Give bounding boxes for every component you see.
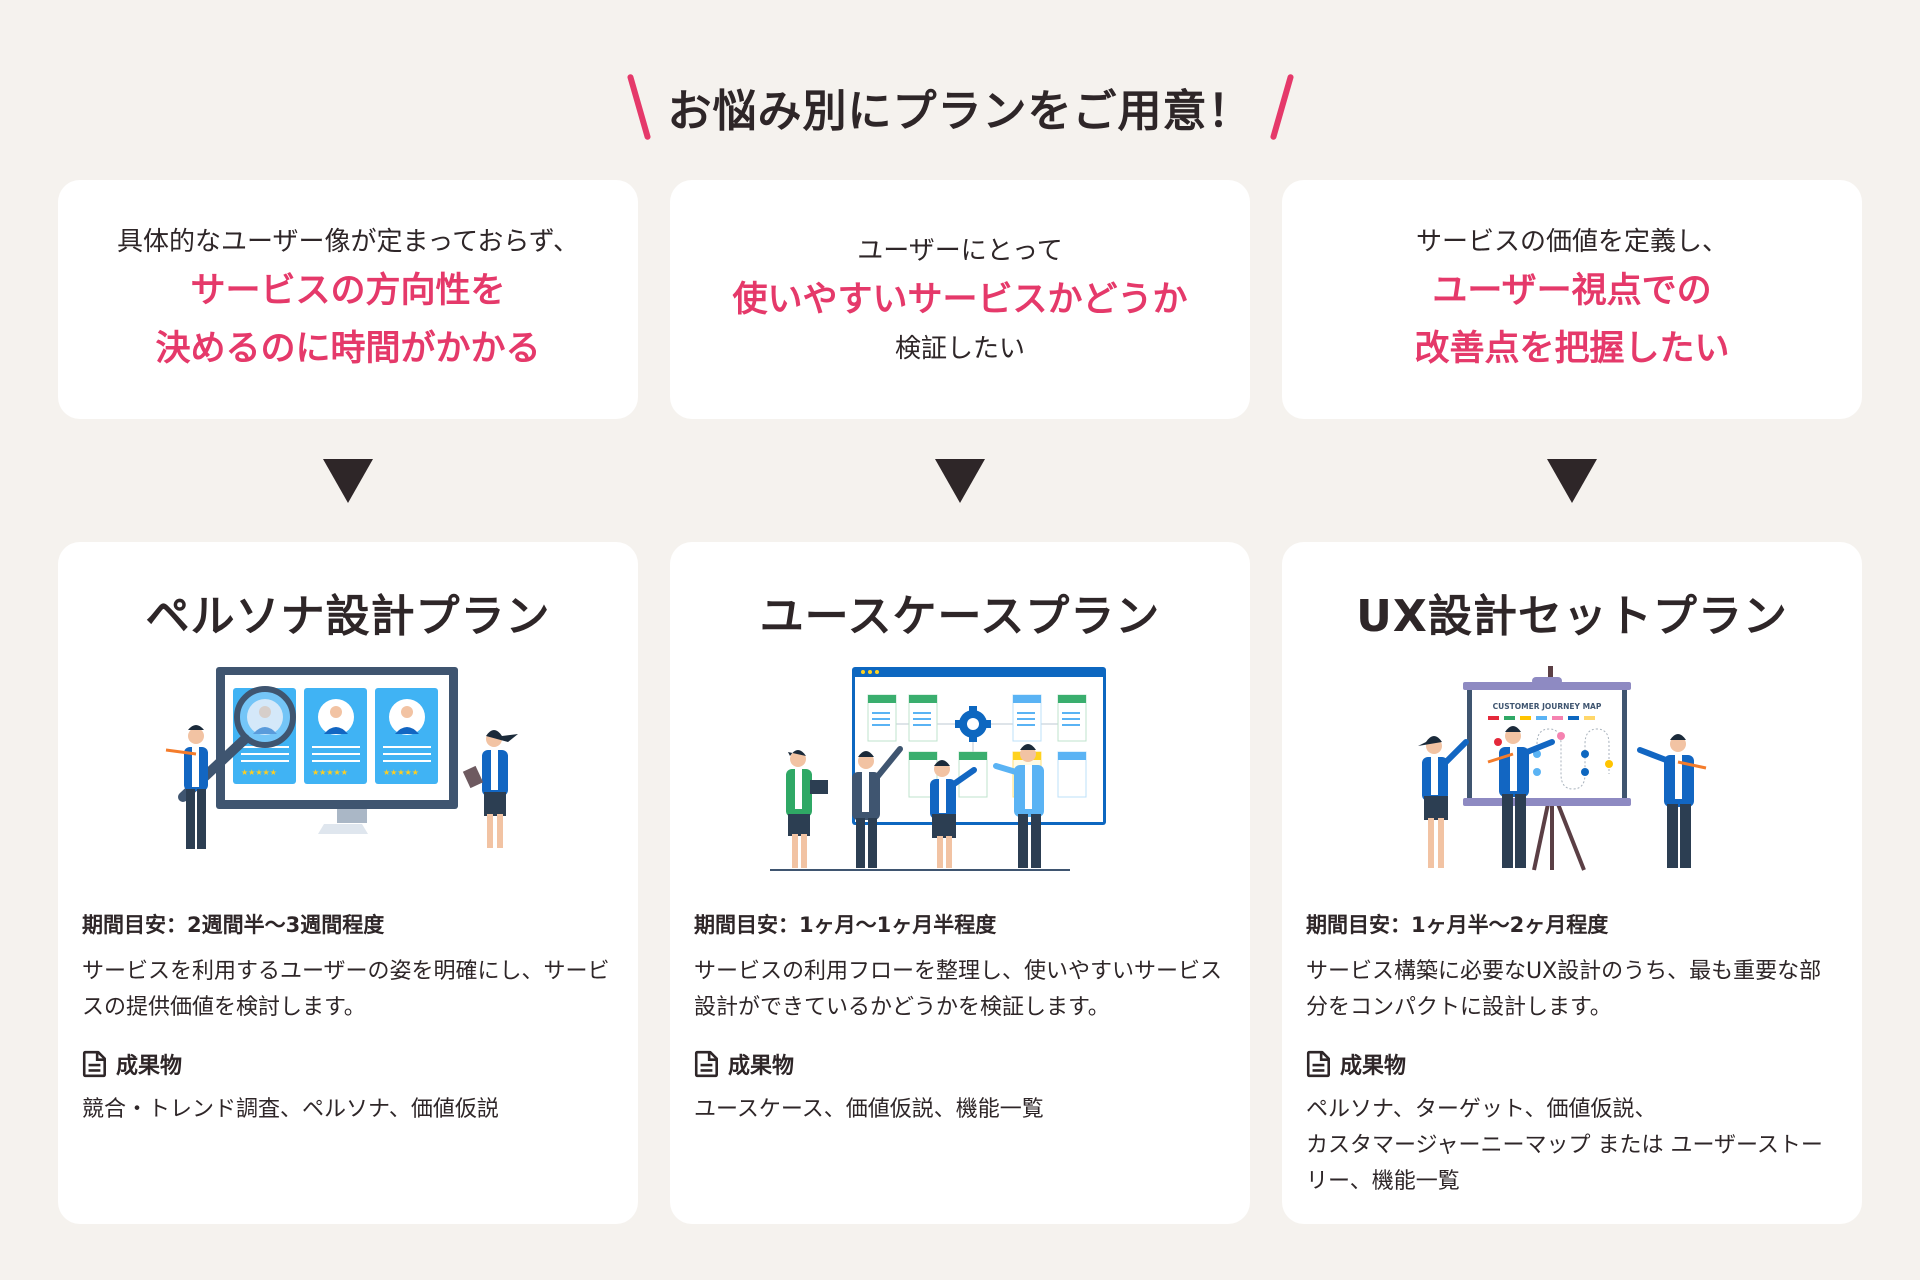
problem-lead: サービスの価値を定義し、 — [1415, 226, 1728, 257]
deliverables-label: 成果物 — [728, 1054, 795, 1079]
deliverables-list: 競合・トレンド調査、ペルソナ、価値仮説 — [82, 1097, 499, 1122]
problem-tail: 検証したい — [894, 333, 1025, 364]
headline: お悩み別にプランをご用意！ — [0, 72, 1920, 142]
plan-title: UX設計セットプラン — [1356, 591, 1788, 642]
deliverables-label: 成果物 — [116, 1054, 183, 1079]
plan-title: ペルソナ設計プラン — [145, 591, 551, 642]
page-title: お悩み別にプランをご用意！ — [667, 86, 1253, 137]
down-triangle-icon — [323, 459, 373, 503]
problem-emphasis: 改善点を把握したい — [1414, 328, 1730, 369]
problem-emphasis: ユーザー視点での — [1432, 270, 1712, 311]
document-icon — [82, 1050, 106, 1078]
plan-period: 期間目安：2週間半〜3週間程度 — [82, 913, 385, 937]
problem-card-persona: 具体的なユーザー像が定まっておらず、 サービスの方向性を 決めるのに時間がかかる — [58, 180, 638, 419]
deliverables-heading: 成果物 — [694, 1048, 794, 1080]
document-icon — [1306, 1050, 1330, 1078]
plan-card-usecase: ユースケースプラン — [670, 542, 1250, 1224]
plan-title: ユースケースプラン — [759, 591, 1161, 642]
plan-description: サービス構築に必要なUX設計のうち、最も重要な部分をコンパクトに設計します。 — [1306, 959, 1822, 1020]
right-slash-decoration — [1269, 73, 1294, 141]
deliverables-list: ユースケース、価値仮説、機能一覧 — [694, 1097, 1044, 1122]
problem-emphasis: 決めるのに時間がかかる — [155, 328, 541, 369]
board-label: CUSTOMER JOURNEY MAP — [1493, 702, 1602, 711]
plan-card-ux: UX設計セットプラン CUSTOMER JOURNEY MAP — [1282, 542, 1862, 1224]
plan-description: サービスを利用するユーザーの姿を明確にし、サービスの提供価値を検討します。 — [82, 959, 610, 1020]
plan-period: 期間目安：1ヶ月半〜2ヶ月程度 — [1306, 913, 1609, 937]
down-triangle-icon — [1547, 459, 1597, 503]
document-icon — [694, 1050, 718, 1078]
persona-illustration: ★★★★★ ★★★★★ ★★★★★ — [165, 667, 518, 849]
problem-emphasis: サービスの方向性を — [190, 270, 506, 311]
problem-lead: ユーザーにとって — [857, 235, 1063, 266]
svg-text:★★★★★: ★★★★★ — [241, 768, 277, 777]
problem-lead: 具体的なユーザー像が定まっておらず、 — [116, 226, 580, 257]
deliverables-list: ペルソナ、ターゲット、価値仮説、 カスタマージャーニーマップ または ユーザース… — [1306, 1097, 1823, 1194]
problem-card-usecase: ユーザーにとって 使いやすいサービスかどうか 検証したい — [670, 180, 1250, 419]
deliverables-label: 成果物 — [1340, 1054, 1407, 1079]
deliverables-heading: 成果物 — [1306, 1048, 1406, 1080]
plan-card-persona: ペルソナ設計プラン ★★★★★ — [58, 542, 638, 1224]
svg-text:★★★★★: ★★★★★ — [312, 768, 348, 777]
svg-text:★★★★★: ★★★★★ — [383, 768, 419, 777]
usecase-illustration — [770, 667, 1106, 871]
left-slash-decoration — [626, 73, 651, 141]
down-triangle-icon — [935, 459, 985, 503]
problem-card-ux: サービスの価値を定義し、 ユーザー視点での 改善点を把握したい — [1282, 180, 1862, 419]
plan-description: サービスの利用フローを整理し、使いやすいサービス設計ができているかどうかを検証し… — [694, 959, 1223, 1020]
plan-period: 期間目安：1ヶ月〜1ヶ月半程度 — [694, 913, 997, 937]
customer-journey-illustration: CUSTOMER JOURNEY MAP — [1418, 666, 1707, 871]
deliverables-heading: 成果物 — [82, 1048, 182, 1080]
problem-emphasis: 使いやすいサービスかどうか — [732, 279, 1188, 320]
